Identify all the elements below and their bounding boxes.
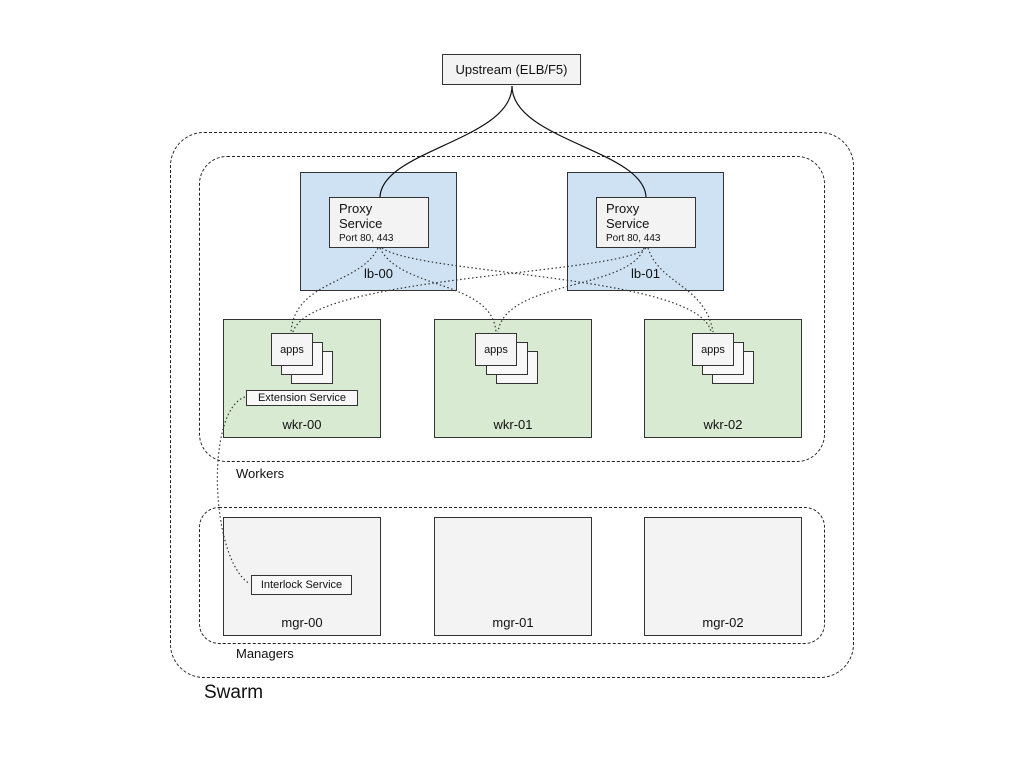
workers-group-boundary: [199, 156, 825, 462]
apps-card: apps: [692, 333, 734, 366]
manager-label: mgr-01: [492, 615, 534, 630]
extension-service-label: Extension Service: [257, 392, 347, 404]
lb-label: lb-00: [364, 266, 393, 281]
proxy-service-title-line2: Service: [606, 216, 650, 231]
upstream-to-lb-01-link: [511, 85, 647, 198]
extension-to-interlock-link: [216, 396, 251, 585]
upstream-to-lb-00-link: [379, 85, 513, 198]
lb-01-to-wkr-00-link: [292, 247, 647, 333]
managers-group-label: Managers: [236, 646, 294, 661]
worker-label: wkr-01: [493, 417, 533, 432]
lb-label: lb-01: [631, 266, 660, 281]
apps-card: apps: [475, 333, 517, 366]
proxy-service-ports: Port 80, 443: [339, 233, 394, 244]
apps-card: apps: [271, 333, 313, 366]
lb-node-00: Proxy Service Port 80, 443 lb-00: [300, 172, 457, 291]
worker-label: wkr-02: [703, 417, 743, 432]
proxy-service-box: Proxy Service Port 80, 443: [329, 197, 429, 248]
upstream-node: Upstream (ELB/F5): [442, 54, 581, 85]
lb-node-01: Proxy Service Port 80, 443 lb-01: [567, 172, 724, 291]
apps-label: apps: [484, 343, 508, 356]
interlock-service-box: Interlock Service: [251, 575, 352, 595]
lb-00-to-wkr-01-link: [379, 247, 497, 333]
swarm-label: Swarm: [204, 682, 264, 703]
swarm-boundary: [170, 132, 854, 678]
proxy-service-title-line1: Proxy: [606, 201, 640, 216]
manager-label: mgr-02: [702, 615, 744, 630]
manager-node-02: mgr-02: [644, 517, 802, 636]
worker-node-02: apps wkr-02: [644, 319, 802, 438]
apps-label: apps: [701, 343, 725, 356]
worker-node-01: apps wkr-01: [434, 319, 592, 438]
lb-00-to-wkr-02-link: [381, 247, 712, 333]
upstream-label: Upstream (ELB/F5): [455, 62, 568, 77]
proxy-service-ports: Port 80, 443: [606, 233, 661, 244]
workers-group-label: Workers: [236, 466, 285, 481]
manager-node-00: Interlock Service mgr-00: [223, 517, 381, 636]
proxy-service-box: Proxy Service Port 80, 443: [596, 197, 696, 248]
manager-node-01: mgr-01: [434, 517, 592, 636]
lb-01-to-wkr-02-link: [647, 247, 714, 333]
proxy-service-title-line2: Service: [339, 216, 383, 231]
worker-node-00: apps Extension Service wkr-00: [223, 319, 381, 438]
extension-service-box: Extension Service: [246, 390, 358, 406]
interlock-service-label: Interlock Service: [260, 579, 343, 591]
lb-00-to-wkr-00-link: [290, 247, 379, 333]
lb-01-to-wkr-01-link: [497, 247, 645, 333]
worker-label: wkr-00: [282, 417, 322, 432]
managers-group-boundary: [199, 507, 825, 644]
proxy-service-title-line1: Proxy: [339, 201, 373, 216]
apps-label: apps: [280, 343, 304, 356]
manager-label: mgr-00: [281, 615, 323, 630]
